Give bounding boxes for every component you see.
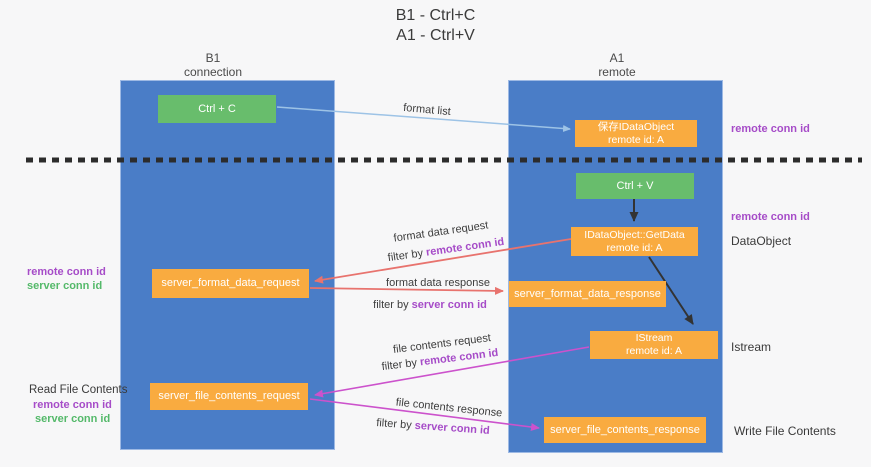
getdata-node: IDataObject::GetData remote id: A bbox=[571, 227, 698, 256]
saved-dataobject-line1: 保存IDataObject bbox=[597, 120, 675, 133]
lane-header-b1: B1 connection bbox=[143, 51, 283, 79]
filter-prefix: filter by bbox=[381, 356, 421, 374]
left-remote-conn-id-2: remote conn id bbox=[33, 399, 112, 411]
filter-by-server-conn-id-label-1: filter by server conn id bbox=[373, 299, 487, 311]
remote-conn-id-key: remote conn id bbox=[425, 235, 505, 259]
diagram-title: B1 - Ctrl+C A1 - Ctrl+V bbox=[0, 6, 871, 46]
server-file-contents-request-label: server_file_contents_request bbox=[158, 390, 300, 402]
istream-line2: remote id: A bbox=[625, 345, 683, 357]
filter-prefix: filter by bbox=[373, 299, 412, 311]
ctrl-v-node: Ctrl + V bbox=[576, 173, 694, 199]
filter-prefix: filter by bbox=[387, 246, 427, 265]
server-format-data-response-node: server_format_data_response bbox=[509, 281, 666, 307]
left-remote-conn-id-1: remote conn id bbox=[27, 266, 106, 278]
right-write-file-contents-label: Write File Contents bbox=[734, 424, 836, 438]
right-dataobject-label: DataObject bbox=[731, 234, 792, 248]
lane-b1-name: B1 bbox=[205, 51, 221, 65]
left-read-file-contents-label: Read File Contents bbox=[29, 384, 128, 396]
left-server-conn-id-2: server conn id bbox=[35, 413, 111, 425]
right-istream-label: Istream bbox=[731, 340, 772, 354]
lane-b1-subtitle: connection bbox=[183, 65, 243, 79]
server-format-data-request-label: server_format_data_request bbox=[161, 277, 300, 289]
right-remote-conn-id-top: remote conn id bbox=[731, 123, 810, 135]
istream-line1: IStream bbox=[635, 332, 673, 344]
right-remote-conn-id-mid: remote conn id bbox=[731, 211, 810, 223]
saved-dataobject-line2: remote id: A bbox=[607, 133, 665, 146]
ctrl-v-label: Ctrl + V bbox=[616, 180, 654, 192]
title-line-1: B1 - Ctrl+C bbox=[395, 7, 476, 24]
filter-prefix: filter by bbox=[375, 417, 416, 432]
istream-node: IStream remote id: A bbox=[590, 331, 718, 359]
saved-dataobject-node: 保存IDataObject remote id: A bbox=[575, 120, 697, 147]
lane-header-a1: A1 remote bbox=[547, 51, 687, 79]
server-format-data-request-node: server_format_data_request bbox=[152, 269, 309, 298]
getdata-line2: remote id: A bbox=[606, 241, 663, 254]
ctrl-c-node: Ctrl + C bbox=[158, 95, 276, 123]
server-file-contents-request-node: server_file_contents_request bbox=[150, 383, 308, 410]
server-conn-id-key: server conn id bbox=[411, 299, 487, 311]
file-contents-response-label: file contents response bbox=[395, 396, 503, 420]
lane-a1-subtitle: remote bbox=[598, 65, 636, 79]
ctrl-c-label: Ctrl + C bbox=[198, 103, 236, 115]
title-line-2: A1 - Ctrl+V bbox=[396, 27, 475, 44]
getdata-line1: IDataObject::GetData bbox=[584, 228, 685, 241]
lane-a1-name: A1 bbox=[609, 51, 625, 65]
format-list-label: format list bbox=[402, 101, 452, 119]
left-server-conn-id-1: server conn id bbox=[27, 280, 103, 292]
server-conn-id-key: server conn id bbox=[414, 419, 491, 437]
server-format-data-response-label: server_format_data_response bbox=[514, 287, 661, 300]
server-file-contents-response-label: server_file_contents_response bbox=[550, 423, 700, 436]
filter-by-server-conn-id-label-2: filter by server conn id bbox=[376, 417, 490, 437]
server-file-contents-response-node: server_file_contents_response bbox=[544, 417, 706, 443]
format-data-response-label: format data response bbox=[386, 277, 490, 289]
